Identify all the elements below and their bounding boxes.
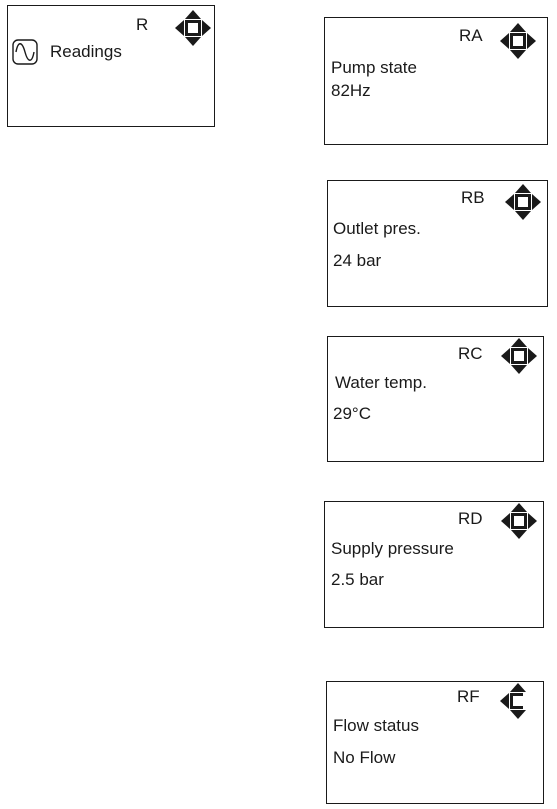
screen-code: RD [458, 509, 483, 528]
reading-screen-rb: RB Outlet pres. 24 bar [327, 180, 548, 307]
screen-code: RC [458, 344, 483, 363]
reading-value: 29°C [333, 404, 371, 423]
screen-code: RB [461, 188, 485, 207]
sine-wave-icon [12, 39, 38, 65]
reading-value: 82Hz [331, 81, 371, 100]
screen-code: RA [459, 26, 483, 45]
reading-label: Pump state [331, 58, 417, 77]
menu-label: Readings [50, 42, 122, 61]
reading-screen-rc: RC Water temp. 29°C [327, 336, 544, 462]
four-way-arrow-icon[interactable] [504, 183, 542, 221]
reading-screen-ra: RA Pump state 82Hz [324, 17, 548, 145]
reading-screen-rf: RF Flow status No Flow [326, 681, 544, 804]
reading-label: Flow status [333, 716, 419, 735]
screen-code: RF [457, 687, 480, 706]
reading-label: Supply pressure [331, 539, 454, 558]
reading-screen-rd: RD Supply pressure 2.5 bar [324, 501, 544, 628]
reading-value: 24 bar [333, 251, 382, 270]
screen-code: R [136, 15, 149, 34]
four-way-arrow-icon[interactable] [500, 337, 538, 375]
reading-label: Outlet pres. [333, 219, 421, 238]
readings-menu-screen: R Readings [7, 5, 215, 127]
four-way-arrow-icon[interactable] [174, 9, 212, 47]
up-left-down-arrow-icon[interactable] [499, 682, 537, 720]
four-way-arrow-icon[interactable] [500, 502, 538, 540]
four-way-arrow-icon[interactable] [499, 22, 537, 60]
reading-label: Water temp. [335, 373, 427, 392]
reading-value: 2.5 bar [331, 570, 384, 589]
reading-value: No Flow [333, 748, 396, 767]
